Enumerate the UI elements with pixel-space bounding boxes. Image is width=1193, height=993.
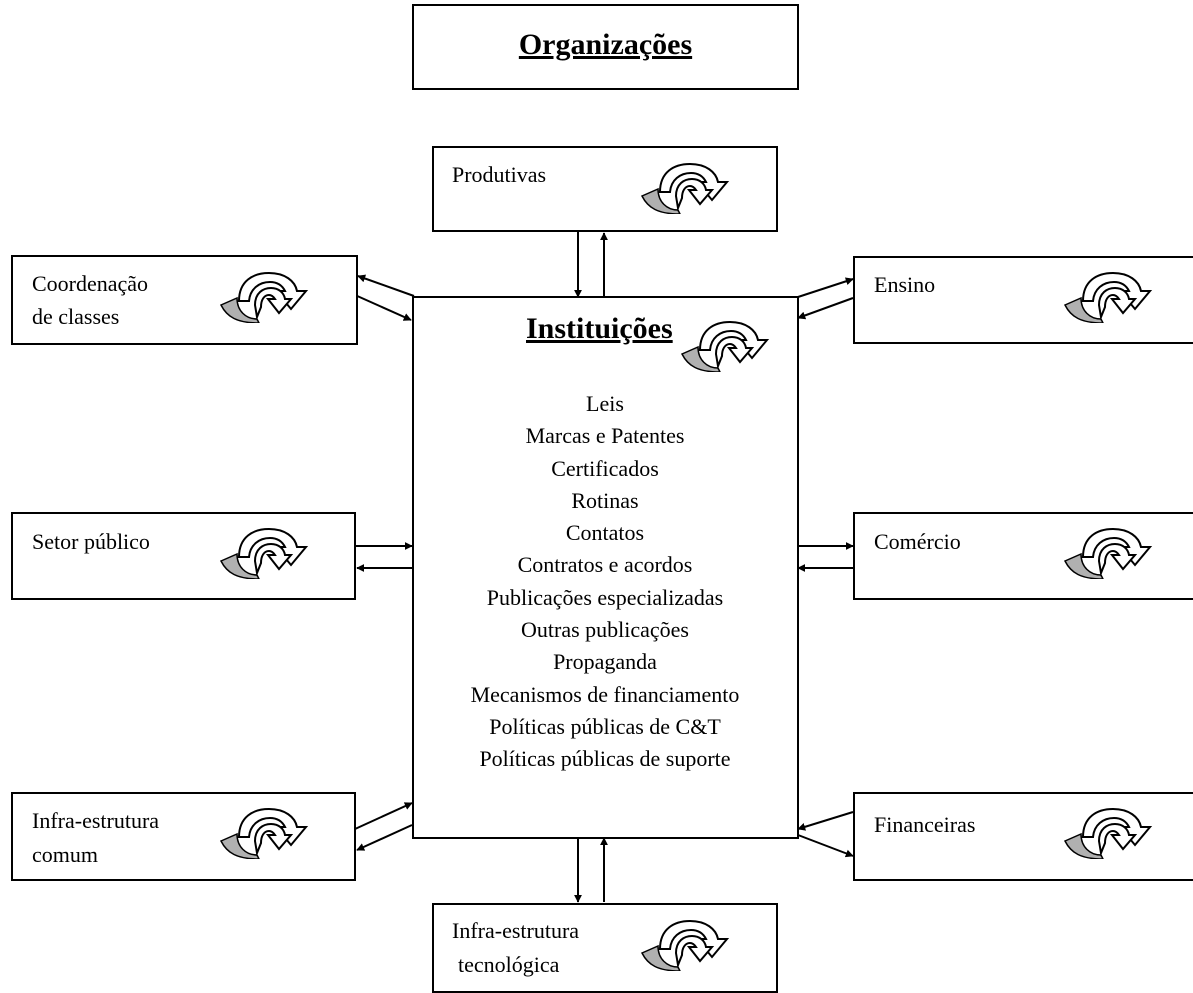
node-comercio-label: Comércio	[874, 529, 961, 554]
node-infra-tecnologica-line1: Infra-estrutura	[452, 918, 580, 943]
cycle-arrows-icon	[1063, 267, 1153, 323]
node-coordenacao-line1: Coordenação	[32, 271, 149, 296]
institution-list: Leis Marcas e Patentes Certificados Roti…	[412, 388, 798, 776]
node-setor-publico-label: Setor público	[32, 529, 150, 554]
node-infra-comum-line2: comum	[32, 842, 98, 867]
node-coordenacao-line2: de classes	[32, 304, 120, 329]
list-item: Certificados	[551, 455, 659, 481]
list-item: Outras publicações	[521, 617, 689, 643]
node-infra-comum-line1: Infra-estrutura	[32, 808, 160, 833]
center-title: Instituições	[526, 312, 673, 345]
node-produtivas-label: Produtivas	[452, 162, 547, 187]
list-item: Mecanismos de financiamento	[470, 681, 740, 707]
list-item: Contratos e acordos	[517, 552, 693, 578]
header-title: Organizações	[518, 28, 693, 61]
cycle-arrows-icon	[640, 915, 730, 971]
list-item: Políticas públicas de suporte	[479, 746, 731, 772]
list-item: Contatos	[565, 520, 645, 546]
cycle-arrows-icon	[219, 803, 309, 859]
list-item: Marcas e Patentes	[525, 423, 685, 449]
list-item: Rotinas	[571, 487, 639, 513]
cycle-arrows-icon	[640, 158, 730, 214]
header-box	[412, 4, 799, 90]
center-instituicoes	[412, 296, 799, 839]
cycle-arrows-icon	[680, 316, 770, 372]
cycle-arrows-icon	[1063, 803, 1153, 859]
list-item: Leis	[586, 391, 624, 416]
node-infra-tecnologica-line2: tecnológica	[458, 952, 560, 977]
list-item: Publicações especializadas	[486, 584, 724, 610]
node-comercio	[853, 512, 1193, 600]
cycle-arrows-icon	[219, 267, 309, 323]
cycle-arrows-icon	[1063, 523, 1153, 579]
list-item: Políticas públicas de C&T	[489, 713, 721, 739]
cycle-arrows-icon	[219, 523, 309, 579]
list-item: Propaganda	[553, 649, 657, 675]
node-coordenacao	[11, 255, 358, 345]
node-financeiras-label: Financeiras	[874, 812, 976, 837]
node-ensino-label: Ensino	[874, 272, 936, 297]
